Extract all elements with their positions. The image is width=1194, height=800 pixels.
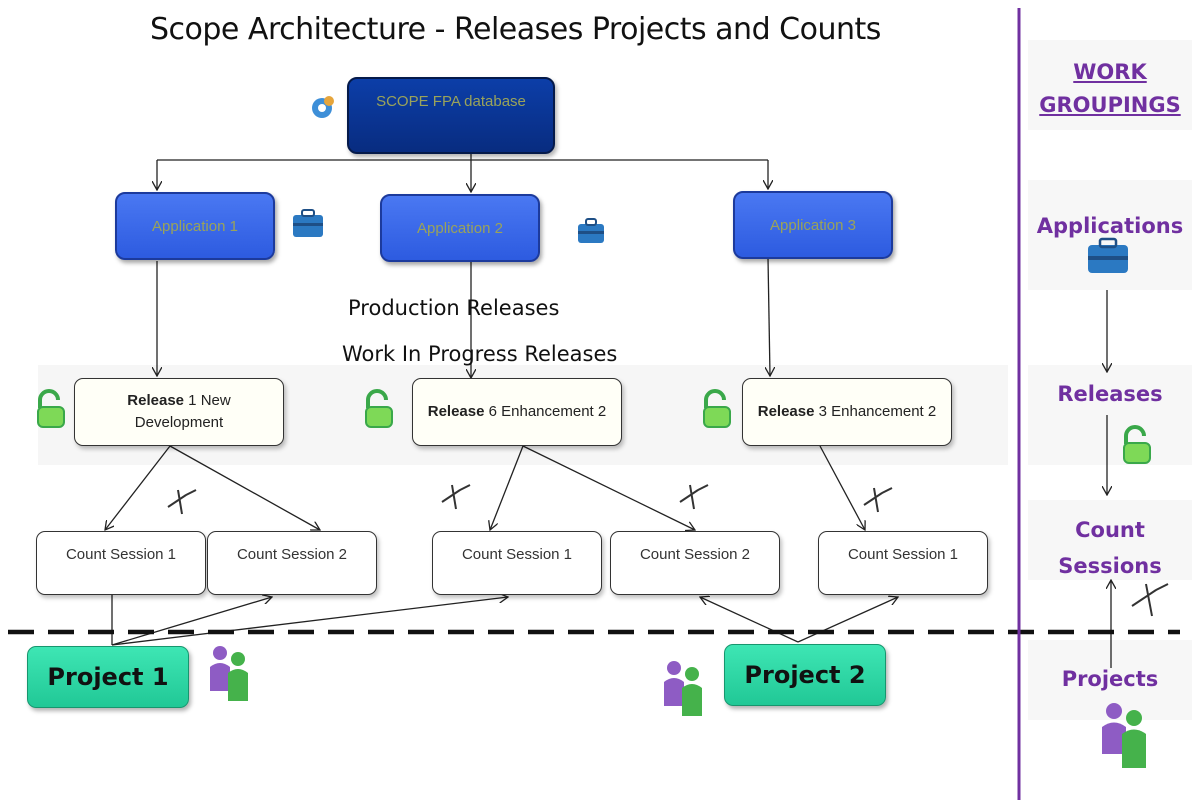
count-session-node[interactable]: Count Session 1 <box>36 531 206 595</box>
count-session-label: Count Session 2 <box>236 546 348 563</box>
connector-r1-cs1 <box>105 445 171 530</box>
unlock-icon <box>1123 425 1151 464</box>
release-bold: Release <box>127 392 185 409</box>
release-node-1[interactable]: Release 1 New Development <box>74 378 284 446</box>
sidebar-projects: Projects <box>1061 667 1159 691</box>
application-node-2[interactable]: Application 2 <box>380 194 540 262</box>
unlock-icon <box>703 389 731 428</box>
release-text: Release 6 Enhancement 2 <box>428 401 606 423</box>
project-node-2[interactable]: Project 2 <box>724 644 886 706</box>
briefcase-icon <box>293 209 323 237</box>
count-session-label: Count Session 1 <box>847 546 959 563</box>
connector-r3-cs5 <box>819 445 865 530</box>
sidebar-bg-count-sessions <box>1028 500 1192 580</box>
production-releases-label: Production Releases <box>348 296 560 320</box>
people-icon <box>1102 703 1146 768</box>
application-label: Application 1 <box>152 217 238 235</box>
count-session-label: Count Session 1 <box>65 546 177 563</box>
release-rest: 6 Enhancement 2 <box>484 403 607 420</box>
briefcase-icon <box>1088 237 1128 273</box>
count-session-node[interactable]: Count Session 2 <box>610 531 780 595</box>
connector-app3-release3 <box>768 257 770 376</box>
sidebar-heading: WORK GROUPINGS <box>1039 60 1181 117</box>
connector-r2-cs3 <box>490 445 524 530</box>
unlock-icon <box>37 389 65 428</box>
application-label: Application 3 <box>770 216 856 234</box>
page-title: Scope Architecture - Releases Projects a… <box>150 12 881 47</box>
release-bold: Release <box>427 403 485 420</box>
release-text: Release 3 Enhancement 2 <box>758 401 936 423</box>
release-node-3[interactable]: Release 3 Enhancement 2 <box>742 378 952 446</box>
database-label: SCOPE FPA database <box>376 93 526 110</box>
people-icon <box>210 646 248 701</box>
release-node-2[interactable]: Release 6 Enhancement 2 <box>412 378 622 446</box>
project-node-1[interactable]: Project 1 <box>27 646 189 708</box>
gear-icon <box>312 96 334 118</box>
sidebar-bg-heading <box>1028 40 1192 130</box>
connector-p2-cs4 <box>700 597 799 643</box>
sidebar-count-sessions: Count Sessions <box>1058 518 1162 578</box>
release-rest: 3 Enhancement 2 <box>814 403 937 420</box>
connector-r1-cs2 <box>169 445 320 530</box>
count-session-node[interactable]: Count Session 1 <box>432 531 602 595</box>
count-session-node[interactable]: Count Session 1 <box>818 531 988 595</box>
project-label: Project 2 <box>744 661 866 689</box>
application-node-3[interactable]: Application 3 <box>733 191 893 259</box>
count-session-label: Count Session 1 <box>461 546 573 563</box>
wip-releases-label: Work In Progress Releases <box>342 342 618 366</box>
database-node[interactable]: SCOPE FPA database <box>347 77 555 154</box>
count-session-label: Count Session 2 <box>639 546 751 563</box>
people-icon <box>664 661 702 716</box>
sidebar-bg-releases <box>1028 365 1192 465</box>
briefcase-icon <box>578 218 604 243</box>
connector-p1-cs3 <box>111 597 508 646</box>
unlock-icon <box>365 389 393 428</box>
connector-p1-cs2 <box>111 597 272 646</box>
release-rest: 1 New Development <box>134 392 231 431</box>
compass-icon <box>167 484 1169 617</box>
release-text: Release 1 New Development <box>85 390 273 434</box>
sidebar-applications: Applications <box>1036 214 1184 238</box>
connector-p2-cs5 <box>797 597 898 643</box>
connector-r2-cs4 <box>522 445 695 530</box>
release-bold: Release <box>757 403 815 420</box>
application-node-1[interactable]: Application 1 <box>115 192 275 260</box>
sidebar-releases: Releases <box>1057 382 1163 406</box>
count-session-node[interactable]: Count Session 2 <box>207 531 377 595</box>
project-label: Project 1 <box>47 663 169 691</box>
application-label: Application 2 <box>417 219 503 237</box>
